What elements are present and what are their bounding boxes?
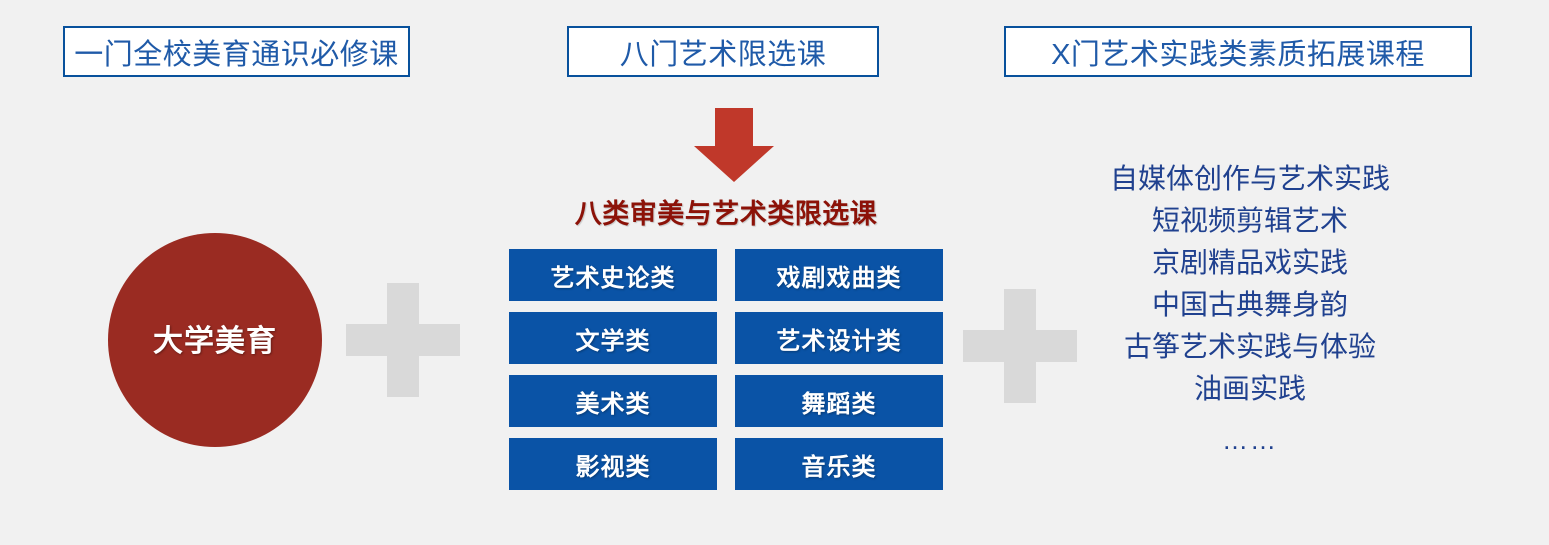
category-box[interactable]: 美术类 — [509, 375, 717, 427]
arrow-head — [694, 146, 774, 182]
plus-horizontal-bar — [346, 324, 460, 356]
list-item: 京剧精品戏实践 — [1151, 247, 1348, 278]
category-box[interactable]: 舞蹈类 — [735, 375, 943, 427]
header-box-practice-courses: X门艺术实践类素质拓展课程 — [1004, 26, 1472, 77]
category-box-label: 艺术设计类 — [776, 327, 902, 355]
list-item: 古筝艺术实践与体验 — [1123, 331, 1376, 362]
header-box-label: X门艺术实践类素质拓展课程 — [1051, 38, 1425, 71]
list-item-ellipsis: …… — [1222, 425, 1278, 455]
category-box-label: 艺术史论类 — [550, 264, 676, 292]
practice-course-list: 自媒体创作与艺术实践 短视频剪辑艺术 京剧精品戏实践 中国古典舞身韵 古筝艺术实… — [1060, 158, 1440, 464]
header-box-label: 一门全校美育通识必修课 — [74, 38, 399, 71]
list-item: 油画实践 — [1193, 373, 1306, 404]
list-item: 短视频剪辑艺术 — [1151, 205, 1348, 236]
core-course-label: 大学美育 — [153, 325, 277, 358]
category-box[interactable]: 影视类 — [509, 438, 717, 490]
category-box-label: 音乐类 — [801, 453, 877, 481]
core-course-circle: 大学美育 — [108, 233, 322, 447]
list-item: 自媒体创作与艺术实践 — [1109, 163, 1390, 194]
category-box-label: 戏剧戏曲类 — [776, 264, 902, 292]
category-box-label: 美术类 — [575, 390, 651, 418]
plus-icon-left — [346, 283, 460, 397]
list-item: 中国古典舞身韵 — [1151, 289, 1348, 320]
category-box[interactable]: 戏剧戏曲类 — [735, 249, 943, 301]
category-box-label: 舞蹈类 — [801, 390, 877, 418]
header-box-restricted-electives: 八门艺术限选课 — [567, 26, 879, 77]
category-box-grid: 艺术史论类 戏剧戏曲类 文学类 艺术设计类 美术类 舞蹈类 影视类 音乐类 — [509, 249, 943, 490]
header-box-general-required: 一门全校美育通识必修课 — [63, 26, 410, 77]
category-box-label: 影视类 — [575, 453, 651, 481]
down-arrow-icon — [686, 108, 782, 182]
plus-icon-right — [963, 289, 1077, 403]
arrow-shaft — [715, 108, 753, 147]
category-box[interactable]: 艺术史论类 — [509, 249, 717, 301]
category-box-label: 文学类 — [575, 327, 651, 355]
category-box[interactable]: 音乐类 — [735, 438, 943, 490]
center-section-title: 八类审美与艺术类限选课 — [574, 199, 878, 229]
plus-horizontal-bar — [963, 330, 1077, 362]
category-box[interactable]: 文学类 — [509, 312, 717, 364]
category-box[interactable]: 艺术设计类 — [735, 312, 943, 364]
header-box-label: 八门艺术限选课 — [619, 38, 827, 71]
